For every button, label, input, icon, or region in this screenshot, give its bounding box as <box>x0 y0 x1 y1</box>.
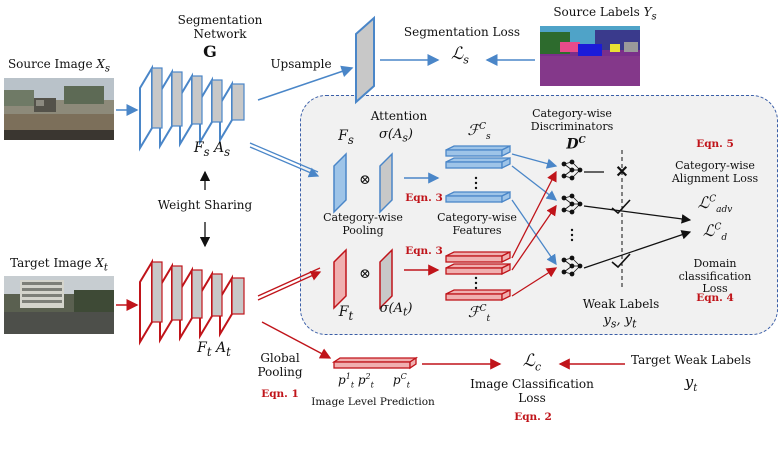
source-labels-label: Source Labels Ys <box>553 5 657 23</box>
source-encoder-layers <box>139 64 233 152</box>
src-layer-1 <box>139 64 153 152</box>
weight-sharing-label: Weight Sharing <box>157 198 253 212</box>
source-feature-maps <box>333 152 393 214</box>
domain-loss-symbol: ℒCd <box>702 221 728 244</box>
upsample-label: Upsample <box>270 57 332 71</box>
category-alignment-loss-label: Category-wise Alignment Loss <box>671 159 759 185</box>
source-category-feature-symbol: ℱCs <box>467 121 491 142</box>
weak-labels-symbols: ys, yt <box>603 313 637 331</box>
target-image <box>4 276 114 334</box>
source-labels-image <box>540 26 640 86</box>
eqn5-label: Eqn. 5 <box>696 138 734 150</box>
source-category-features <box>445 144 511 204</box>
upsample-map <box>355 15 375 105</box>
source-features-symbol: Fs As <box>193 140 231 159</box>
category-features-label: Category-wise Features <box>437 211 517 237</box>
classification-loss-symbol: ℒc <box>522 351 542 374</box>
target-features-symbol: Ft At <box>197 340 231 359</box>
image-level-prediction-bar <box>331 356 419 370</box>
global-pooling-arrow <box>261 321 332 359</box>
discriminator-symbol: DC <box>566 136 586 153</box>
seg-loss-label: Segmentation Loss <box>403 25 521 39</box>
check-icon <box>611 199 631 215</box>
target-category-feature-symbol: ℱCt <box>467 303 491 324</box>
target-image-label: Target Image Xt <box>10 256 108 274</box>
source-feature-to-disc-arrows <box>511 153 558 266</box>
eqn3-bottom-label: Eqn. 3 <box>405 245 443 257</box>
disc-to-loss-arrow-2 <box>583 230 692 269</box>
image-classification-loss-label: Image Classification Loss <box>470 377 594 405</box>
target-weak-labels-label: Target Weak Labels <box>631 353 751 367</box>
source-panel-feature-symbol: Fs <box>338 128 354 147</box>
target-weak-labels-symbol: yt <box>684 373 698 394</box>
target-feature-to-disc-arrows <box>511 170 558 297</box>
target-to-attention-arrow <box>257 267 322 301</box>
upsample-arrow <box>257 65 354 101</box>
eqn4-label: Eqn. 4 <box>696 292 734 304</box>
global-pooling-label: Global Pooling <box>257 351 303 379</box>
target-category-features <box>445 250 511 302</box>
disc-to-loss-arrow-1 <box>583 205 692 224</box>
source-image-label: Source Image Xs <box>7 57 111 75</box>
attention-label: Attention <box>370 109 428 123</box>
image-level-prediction-label: Image Level Prediction <box>311 396 435 408</box>
tensor-product-icon: ⊗ <box>359 266 371 282</box>
source-attention-symbol: σ(As) <box>379 127 413 145</box>
weak-labels-label: Weak Labels <box>582 297 660 311</box>
target-feature-maps <box>333 248 393 310</box>
adversarial-loss-symbol: ℒCadv <box>697 193 733 216</box>
neural-network-icon <box>561 159 583 277</box>
target-attention-symbol: σ(At) <box>379 301 413 319</box>
prediction-symbols: p1t p2t pCt <box>338 372 410 390</box>
seg-network-symbol: G <box>203 42 217 61</box>
domain-classification-loss-label: Domain classification Loss <box>678 257 752 296</box>
source-image <box>4 78 114 140</box>
feature-ellipsis-dots <box>474 176 574 290</box>
target-panel-feature-symbol: Ft <box>338 304 354 323</box>
cross-icon: ✕ <box>615 162 629 181</box>
tensor-product-icon: ⊗ <box>359 172 371 188</box>
source-to-attention-arrow <box>249 142 320 178</box>
eqn1-label: Eqn. 1 <box>261 388 299 400</box>
category-pooling-label: Category-wise Pooling <box>323 211 403 237</box>
seg-loss-symbol: ℒs <box>451 44 469 67</box>
eqn3-top-label: Eqn. 3 <box>405 192 443 204</box>
check-icon <box>611 253 631 269</box>
eqn2-label: Eqn. 2 <box>514 411 552 423</box>
category-discriminators-label: Category-wise Discriminators <box>530 107 614 133</box>
seg-network-label: Segmentation Network <box>177 13 263 41</box>
